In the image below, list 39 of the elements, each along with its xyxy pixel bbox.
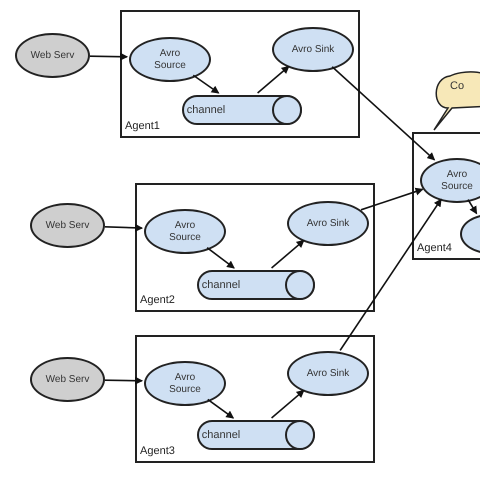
component-ellipse [420, 158, 480, 203]
arrow [206, 247, 235, 269]
arrow [207, 398, 234, 419]
arrow [360, 188, 424, 211]
channel-pill [197, 420, 315, 450]
node-label: Avro Source [168, 372, 202, 396]
agent-label: Agent2 [140, 294, 175, 307]
node-label: Avro Source [153, 48, 187, 72]
agent-box [135, 335, 375, 463]
node-label: Avro Sink [306, 368, 350, 380]
channel-pill [197, 270, 315, 300]
node-label: Avro Source [168, 220, 202, 244]
arrow [467, 199, 478, 214]
agent-box [135, 183, 375, 312]
channel-pill [182, 95, 302, 125]
arrow [104, 224, 144, 232]
arrow [332, 66, 436, 160]
node-label: channel [200, 429, 242, 441]
agent-box [120, 10, 360, 138]
agent-label: Agent1 [125, 120, 160, 133]
node-label: channel [186, 104, 226, 116]
agent-label: Agent3 [140, 445, 175, 458]
node-label: Web Serv [46, 374, 90, 386]
node-label: Web Serv [30, 50, 74, 62]
arrow [104, 376, 144, 385]
node-label: Avro Sink [292, 44, 334, 56]
node-label: channel [200, 279, 242, 291]
arrow [271, 390, 305, 419]
arrow [192, 74, 220, 94]
arrow [90, 52, 128, 61]
node-label: Avro Source [440, 168, 474, 192]
arrow [271, 240, 305, 269]
arrow [339, 198, 442, 351]
node-label: Co [450, 80, 464, 92]
agent-label: Agent4 [417, 242, 452, 255]
component-ellipse [287, 201, 369, 246]
node-label: Avro Sink [306, 218, 350, 230]
arrow [257, 66, 290, 94]
node-label: Web Serv [46, 220, 90, 232]
